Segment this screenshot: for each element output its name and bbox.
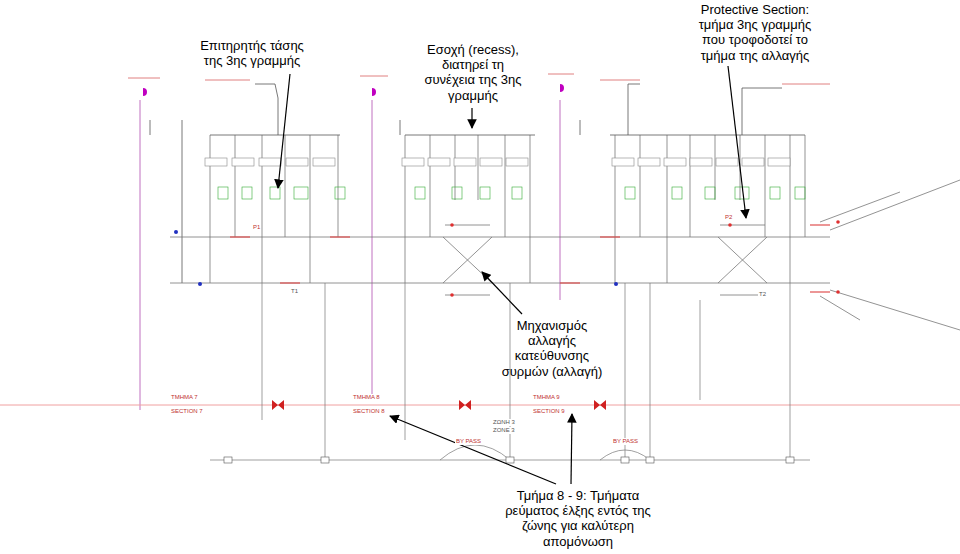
zone-label: ΖΩΝΗ 3 [492, 419, 516, 426]
zone-label: ZONE 3 [492, 427, 516, 434]
section-label: ΤΜΗΜΑ 7 [170, 394, 199, 401]
track-label: T2 [758, 291, 767, 298]
track-label: T1 [290, 288, 299, 295]
protective-label: P2 [724, 214, 733, 221]
bypass-label: BY PASS [612, 438, 639, 445]
protective-label: P1 [252, 224, 261, 231]
annotation-text: Τμήμα 8 - 9: Τμήματα ρεύματος έλξης εντό… [494, 488, 662, 549]
annotation-text: Εσοχή (recess), διατηρεί τη συνέχεια της… [415, 42, 531, 103]
section-label: ΤΜΗΜΑ 9 [532, 394, 561, 401]
section-label: ΤΜΗΜΑ 8 [352, 394, 381, 401]
section-label: SECTION 7 [170, 408, 204, 415]
annotation-text: Επιτηρητής τάσης της 3ης γραμμής [190, 38, 314, 68]
bypass-label: BY PASS [455, 438, 482, 445]
annotation-text: Protective Section: τμήμα 3ης γραμμής πο… [686, 2, 824, 63]
annotation-text: Μηχανισμός αλλαγής κατεύθυνσης συρμών (α… [496, 318, 608, 379]
section-label: SECTION 9 [532, 408, 566, 415]
section-label: SECTION 8 [352, 408, 386, 415]
